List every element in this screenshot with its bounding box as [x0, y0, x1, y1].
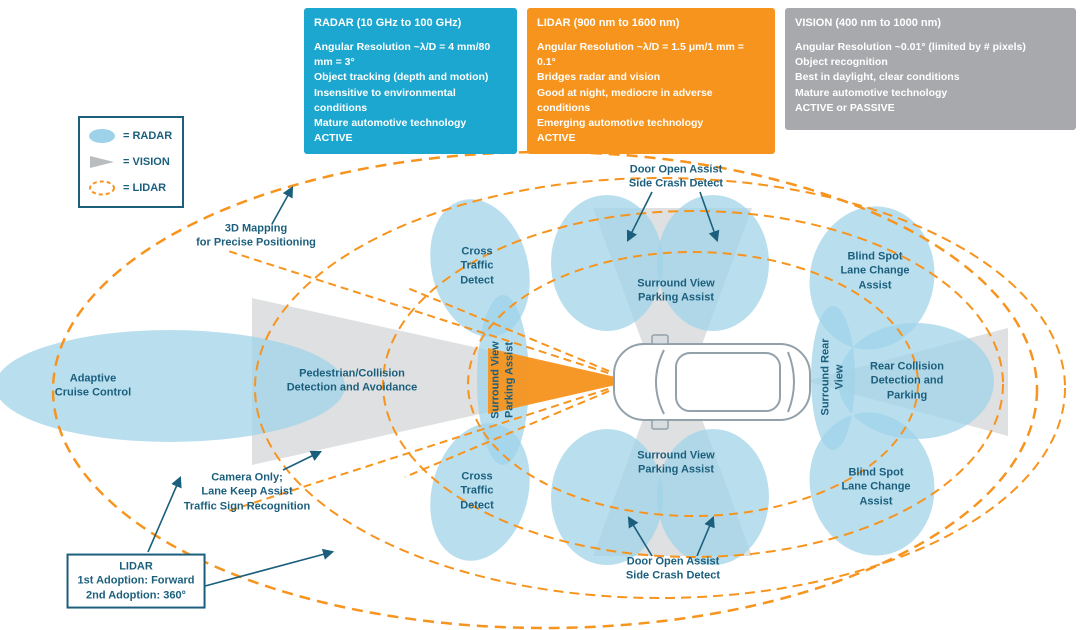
label-blind-spot-top: Blind Spot Lane Change Assist: [840, 250, 910, 292]
lidar-dashed-ellipse-icon: [89, 180, 115, 196]
lidar-info-title: LIDAR (900 nm to 1600 nm): [537, 17, 680, 29]
radar-info-line: Insensitive to environmental conditions: [314, 86, 456, 114]
car-top-view: [613, 334, 811, 430]
vision-info-box: VISION (400 nm to 1000 nm) Angular Resol…: [785, 8, 1076, 130]
lidar-info-box: LIDAR (900 nm to 1600 nm) Angular Resolu…: [527, 8, 775, 155]
arrow-door-bottom-left: [627, 516, 653, 557]
label-rear-collision: Rear Collision Detection and Parking: [870, 360, 944, 402]
lidar-ray-mid-upper: [404, 286, 634, 382]
vision-info-line: Angular Resolution ~0.01° (limited by # …: [795, 40, 1026, 53]
arrow-camera-only: [282, 450, 323, 471]
label-cross-traffic-bottom: Cross Traffic Detect: [460, 470, 494, 512]
radar-rear-collision: [838, 323, 994, 439]
label-3d-mapping: 3D Mapping for Precise Positioning: [196, 222, 316, 249]
label-camera-only: Camera Only; Lane Keep Assist Traffic Si…: [183, 471, 311, 513]
arrow-door-top-left: [626, 191, 653, 243]
lidar-info-line: Angular Resolution ~λ/D = 1.5 μm/1 mm = …: [537, 40, 744, 69]
arrow-lidar-box-right: [204, 548, 335, 587]
lidar-coverage: [51, 150, 1066, 630]
car-mirror-top: [651, 334, 669, 345]
arrow-3d-mapping: [271, 186, 294, 225]
car-windshield: [655, 349, 665, 415]
label-surround-rear-vertical: Surround Rear View: [819, 338, 846, 416]
legend-row-vision: = VISION: [87, 153, 175, 171]
arrow-door-top-right: [699, 191, 720, 243]
arrow-lidar-box-up: [147, 475, 182, 553]
radar-info-line: Object tracking (depth and motion): [314, 71, 489, 84]
label-adaptive-cruise-control: Adaptive Cruise Control: [54, 372, 132, 399]
radar-blind-spot-bottom: [809, 412, 935, 556]
label-cross-traffic-top: Cross Traffic Detect: [460, 245, 494, 287]
vision-info-line: Object recognition: [795, 56, 888, 69]
car-roof: [675, 352, 781, 412]
label-door-open-top: Door Open Assist Side Crash Detect: [628, 163, 724, 190]
legend-row-radar: = RADAR: [87, 127, 175, 145]
radar-coverage-ellipses: [0, 195, 994, 565]
legend-lidar-label: = LIDAR: [123, 182, 167, 194]
lidar-info-line: Good at night, mediocre in adverse condi…: [537, 86, 713, 114]
arrow-door-bottom-right: [696, 515, 715, 557]
label-pedestrian-collision: Pedestrian/Collision Detection and Avoid…: [286, 367, 418, 394]
car-body: [613, 343, 811, 421]
label-lidar-adoption-box: LIDAR 1st Adoption: Forward 2nd Adoption…: [66, 553, 206, 609]
radar-info-box: RADAR (10 GHz to 100 GHz) Angular Resolu…: [304, 8, 517, 155]
label-surround-front-vertical: Surround View Parking Assist: [489, 341, 516, 419]
radar-info-line: ACTIVE: [314, 132, 353, 145]
lidar-info-line: Bridges radar and vision: [537, 71, 661, 84]
radar-ellipse-icon: [89, 129, 115, 143]
label-surround-view-top: Surround View Parking Assist: [637, 277, 715, 304]
vision-info-line: ACTIVE or PASSIVE: [795, 101, 895, 114]
lidar-ray-lower: [224, 380, 634, 513]
vision-info-line: Best in daylight, clear conditions: [795, 71, 960, 84]
legend-radar-label: = RADAR: [123, 130, 173, 142]
radar-info-line: Mature automotive technology: [314, 117, 467, 130]
callout-arrows: [147, 186, 720, 587]
legend-vision-label: = VISION: [123, 156, 170, 168]
lidar-ray-upper: [224, 249, 634, 382]
lidar-ellipse-2: [254, 177, 1066, 599]
car-rear-window: [787, 351, 795, 413]
radar-door-bottom-left: [551, 429, 663, 565]
car-mirror-bottom: [651, 419, 669, 430]
legend-box: = RADAR = VISION = LIDAR: [78, 116, 184, 208]
lidar-ellipse-4: [467, 251, 919, 517]
lidar-info-line: ACTIVE: [537, 132, 576, 145]
label-blind-spot-bottom: Blind Spot Lane Change Assist: [841, 466, 911, 508]
radar-surround-rear: [811, 306, 855, 450]
lidar-forward-beam: [488, 348, 633, 414]
label-door-open-bottom: Door Open Assist Side Crash Detect: [625, 555, 721, 582]
legend-row-lidar: = LIDAR: [87, 179, 175, 197]
lidar-ray-mid-lower: [404, 380, 634, 478]
vision-info-title: VISION (400 nm to 1000 nm): [795, 17, 942, 29]
lidar-info-line: Emerging automotive technology: [537, 117, 704, 130]
vision-info-line: Mature automotive technology: [795, 86, 948, 99]
radar-info-line: Angular Resolution ~λ/D = 4 mm/80 mm = 3…: [314, 40, 491, 69]
vision-forward-cone: [252, 298, 628, 465]
vision-triangle-icon: [90, 156, 114, 168]
label-surround-view-bottom: Surround View Parking Assist: [637, 449, 715, 476]
radar-info-title: RADAR (10 GHz to 100 GHz): [314, 17, 462, 29]
lidar-ellipse-3: [382, 210, 1004, 558]
radar-door-bottom-right: [657, 429, 769, 565]
radar-door-top-right: [657, 195, 769, 331]
